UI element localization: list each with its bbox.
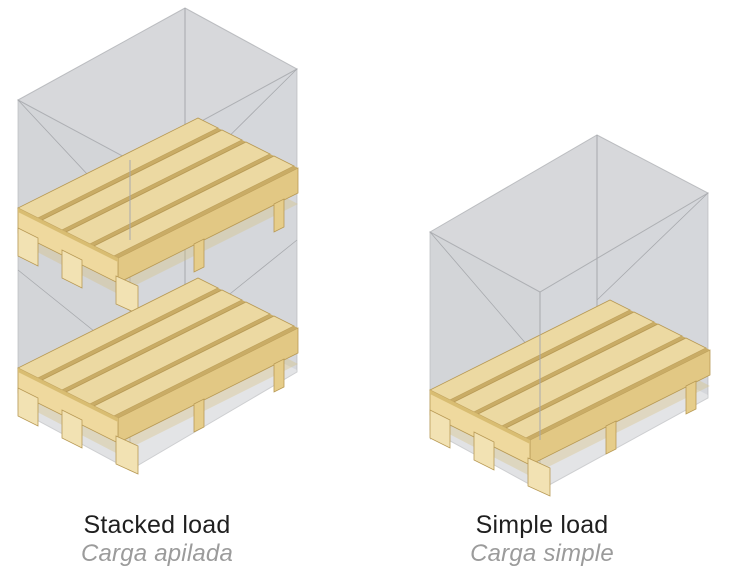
simple-load-figure: [428, 134, 711, 497]
stacked-load-caption: Stacked load Carga apilada: [7, 510, 307, 568]
simple-load-title-es: Carga simple: [470, 540, 614, 567]
stacked-load-title-en: Stacked load: [83, 511, 231, 539]
simple-load-caption: Simple load Carga simple: [392, 510, 692, 568]
stacked-load-figure: [16, 7, 299, 475]
simple-load-title-en: Simple load: [475, 511, 609, 539]
stacked-load-title-es: Carga apilada: [80, 540, 234, 567]
